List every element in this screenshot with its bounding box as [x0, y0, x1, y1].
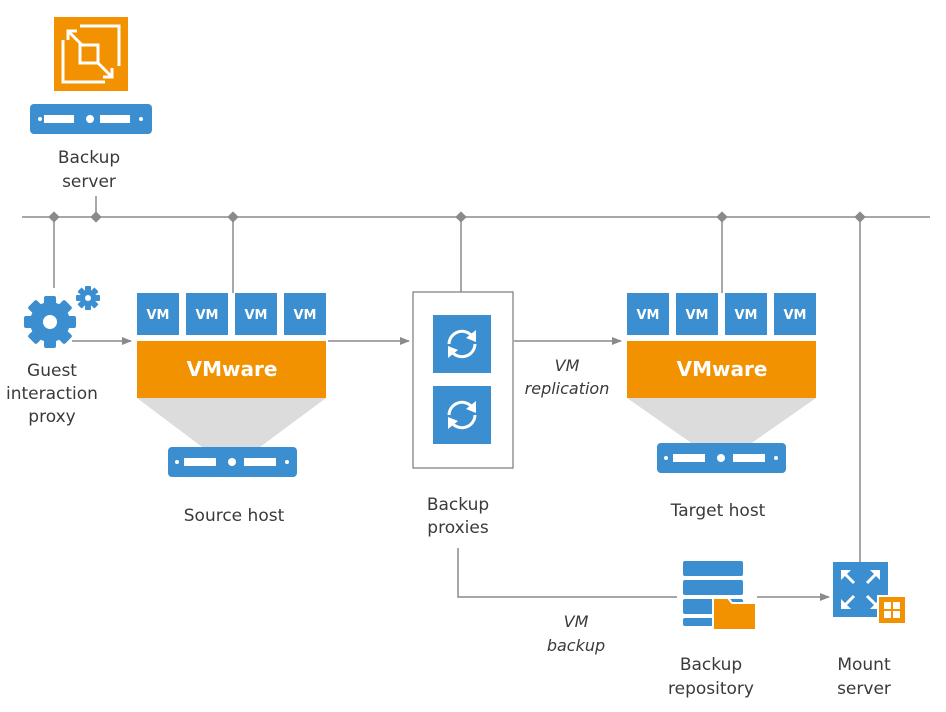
vmware-label: VMware [187, 357, 278, 381]
vmware-bar [627, 341, 816, 398]
sync-icon [433, 386, 491, 444]
target-host-label: Target host [670, 501, 766, 521]
backup-proxies: Backup proxies [412, 291, 514, 538]
veeam-logo-icon [54, 17, 128, 91]
server-rack-icon [30, 104, 152, 134]
backup-server-label-2: server [62, 172, 116, 192]
backup-server-label-1: Backup [58, 148, 120, 168]
backup-repository: Backup repository [668, 561, 757, 699]
expand-windows-icon [833, 562, 907, 625]
vmware-label: VMware [677, 357, 768, 381]
backup-proxies-label-2: proxies [427, 518, 489, 538]
replication-label-2: replication [525, 379, 610, 398]
vm-label: VM [147, 308, 170, 323]
vm-row: VM VM VM VM [137, 293, 326, 335]
server-rack-icon [168, 447, 297, 477]
target-host: VM VM VM VM VMware Target host [627, 293, 816, 521]
vm-label: VM [196, 308, 219, 323]
backup-flow-label-1: VM [564, 612, 589, 631]
vm-label: VM [735, 308, 758, 323]
source-host-label: Source host [184, 506, 285, 526]
database-folder-icon [683, 561, 757, 631]
guest-proxy-label-1: Guest [27, 361, 77, 381]
flow-arrows [72, 337, 830, 601]
vm-label: VM [784, 308, 807, 323]
vm-label: VM [637, 308, 660, 323]
source-host: VM VM VM VM VMware Source host [137, 293, 326, 526]
vm-row: VM VM VM VM [627, 293, 816, 335]
repository-label-1: Backup [680, 655, 742, 675]
backup-flow-label-2: backup [547, 636, 605, 655]
guest-interaction-proxy: Guest interaction proxy [6, 286, 100, 427]
replication-label-1: VM [555, 356, 580, 375]
guest-proxy-label-2: interaction [6, 384, 98, 404]
backup-proxies-label-1: Backup [427, 495, 489, 515]
host-funnel [627, 398, 816, 447]
mount-server-label-1: Mount [837, 655, 891, 675]
guest-proxy-label-3: proxy [28, 407, 75, 427]
sync-icon [433, 315, 491, 373]
repository-label-2: repository [668, 679, 754, 699]
host-funnel [137, 398, 326, 450]
vm-label: VM [686, 308, 709, 323]
mount-server-label-2: server [837, 679, 891, 699]
server-rack-icon [657, 443, 786, 473]
vm-label: VM [245, 308, 268, 323]
vm-label: VM [294, 308, 317, 323]
backup-server: Backup server [30, 17, 152, 192]
vmware-bar [137, 341, 326, 398]
mount-server: Mount server [833, 562, 907, 699]
gears-icon [24, 286, 100, 348]
